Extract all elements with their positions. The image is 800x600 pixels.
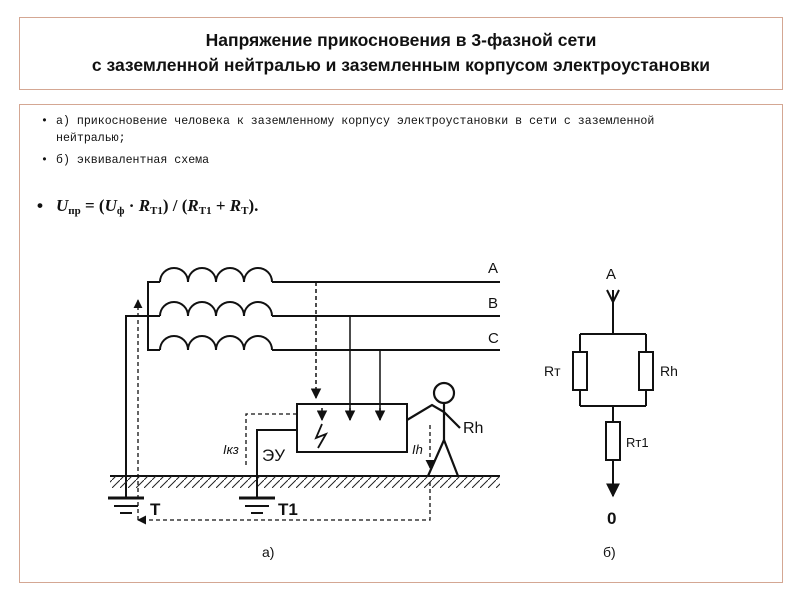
formula-u2: U <box>104 196 117 215</box>
label-rt1: Rт1 <box>626 435 649 450</box>
neutral-conductor <box>125 315 148 498</box>
ground-hatch <box>110 476 500 488</box>
formula-r3: R <box>229 196 242 215</box>
label-rt: Rт <box>544 363 561 379</box>
formula-r1-sub: T1 <box>150 205 163 217</box>
bullet-marker: • <box>41 154 48 167</box>
formula-plus: + <box>211 196 230 215</box>
label-rh: Rh <box>660 363 678 379</box>
caption-a: а) <box>262 544 274 560</box>
label-ground-t1: T1 <box>278 500 298 519</box>
formula-r3-sub: T <box>241 205 249 217</box>
fault-spark <box>314 423 329 449</box>
label-current-kz: Iкз <box>223 442 239 457</box>
label-current-h: Ih <box>412 442 423 457</box>
bullet-item-b: • б) эквивалентная схема <box>41 152 716 169</box>
device-housing <box>296 403 408 453</box>
formula-mid1: · <box>124 196 139 215</box>
label-phase-b: B <box>488 295 498 312</box>
formula-u2-sub: ф <box>116 205 125 217</box>
label-human-resistance: Rh <box>463 420 483 437</box>
short-circuit-current <box>245 413 297 468</box>
person-head <box>432 381 456 405</box>
formula-u: U <box>56 196 69 215</box>
coil-a <box>159 267 273 283</box>
resistor-rh <box>638 351 654 391</box>
formula-r2: R <box>187 196 199 215</box>
formula-r1: R <box>138 196 151 215</box>
caption-b: б) <box>603 544 616 560</box>
formula-end: ). <box>248 196 259 215</box>
bullet-text-a: а) прикосновение человека к заземленному… <box>56 115 655 145</box>
title-frame: Напряжение прикосновения в 3-фазной сети… <box>19 17 783 90</box>
coil-c <box>159 335 273 351</box>
bullet-text-b: б) эквивалентная схема <box>56 154 210 167</box>
title-line-1: Напряжение прикосновения в 3-фазной сети <box>205 30 597 50</box>
resistor-rt1 <box>605 421 621 461</box>
formula-u-sub: пр <box>68 205 81 217</box>
current-paths <box>133 299 435 525</box>
title-line-2: с заземленной нейтралью и заземленным ко… <box>91 55 711 75</box>
label-node-0: 0 <box>607 509 616 528</box>
label-ground-t: T <box>150 500 161 519</box>
diagram-a <box>108 267 500 514</box>
label-device: ЭУ <box>262 446 285 465</box>
bullet-item-a: • а) прикосновение человека к заземленно… <box>41 113 716 147</box>
device-current-arrows <box>310 282 386 422</box>
label-phase-a: A <box>488 260 498 277</box>
formula-mid2: ) / ( <box>162 196 188 215</box>
bullet-marker: • <box>37 196 43 215</box>
formula-eq: = ( <box>80 196 105 215</box>
formula-r2-sub: T1 <box>198 205 212 217</box>
label-node-a: A <box>606 266 616 283</box>
touch-voltage-formula: • Uпр = (Uф · RT1) / (RT1 + RT). <box>37 196 259 217</box>
bullet-marker: • <box>41 115 48 128</box>
housing-ground-wire <box>256 429 297 476</box>
ground-return-path <box>137 482 431 525</box>
content-frame <box>19 104 783 583</box>
label-phase-c: C <box>488 330 499 347</box>
diagram-b <box>572 290 654 498</box>
resistor-rt <box>572 351 588 391</box>
coil-b <box>159 301 273 317</box>
